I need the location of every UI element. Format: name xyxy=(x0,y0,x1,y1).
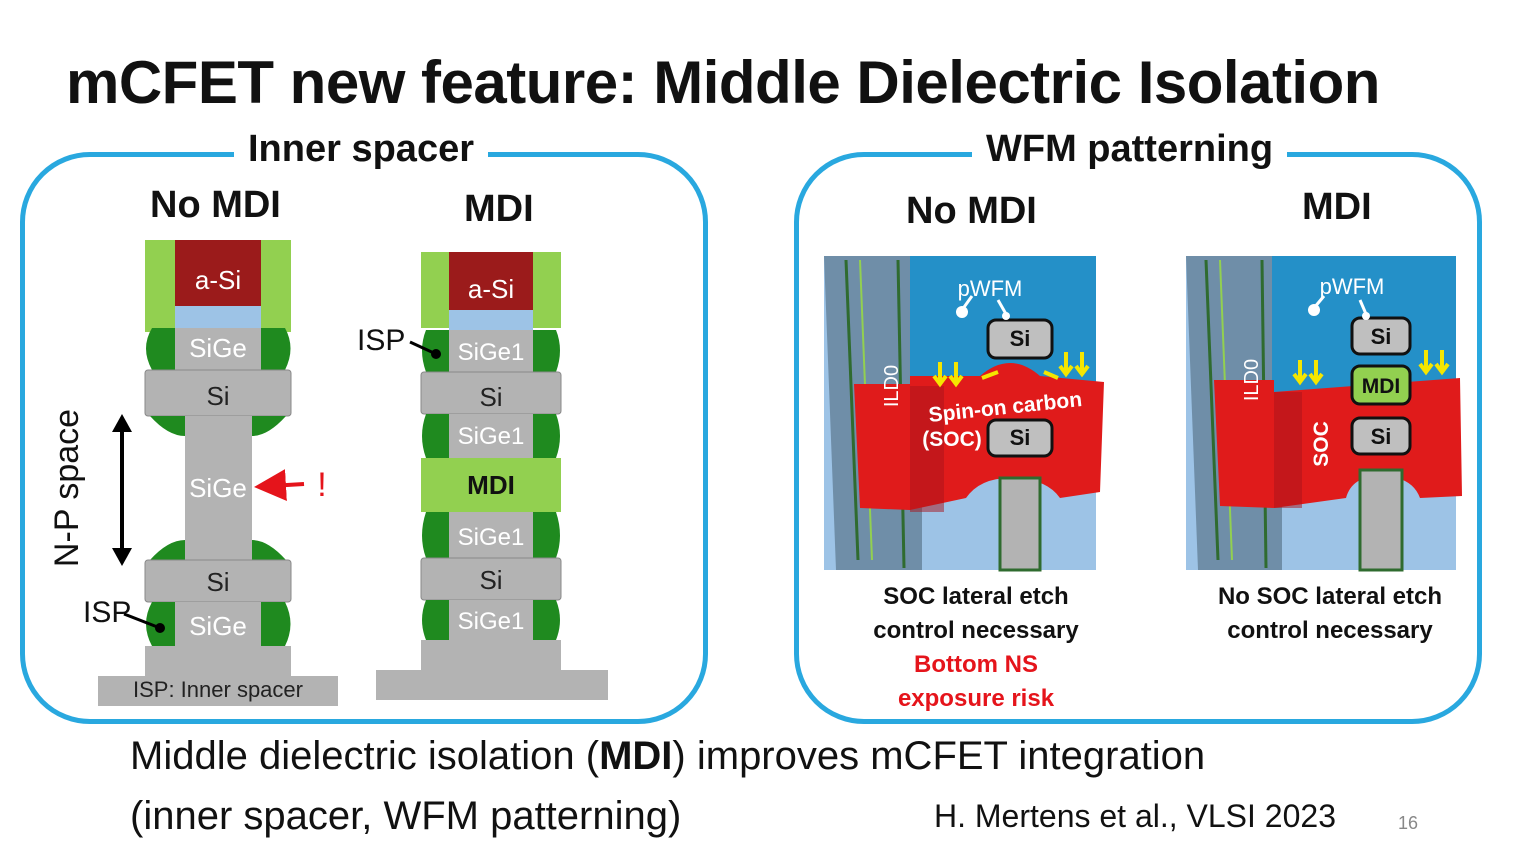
isp-label-right: ISP xyxy=(357,324,405,357)
mdi-sige1-d-label: SiGe1 xyxy=(458,608,525,635)
no-mdi-si-bot-label: Si xyxy=(206,567,229,597)
mdi-caption-line2: control necessary xyxy=(1227,617,1433,644)
isp-pointer-left xyxy=(123,612,161,630)
inner-spacer-panel-title: Inner spacer xyxy=(234,128,488,171)
soc-abbrev-label: (SOC) xyxy=(922,428,982,451)
mdi-si-bot-nanosheet: Si xyxy=(1371,424,1392,449)
no-mdi-sige-mid-label: SiGe xyxy=(189,473,247,503)
mdi-layer-label: MDI xyxy=(467,470,515,500)
mdi-sige1-a-label: SiGe1 xyxy=(458,339,525,366)
mdi-sige1-c-label: SiGe1 xyxy=(458,524,525,551)
no-mdi-risk-line2: exposure risk xyxy=(897,685,1055,712)
page-number: 16 xyxy=(1398,813,1419,833)
no-mdi-si-top-nanosheet: Si xyxy=(1010,326,1031,351)
mdi-ild0-label: ILD0 xyxy=(1241,359,1263,401)
takeaway-line1-pre: Middle dielectric isolation ( xyxy=(130,734,600,778)
mdi-sige1-b-label: SiGe1 xyxy=(458,423,525,450)
np-space-label: N-P space xyxy=(48,409,86,567)
mdi-si-b-label: Si xyxy=(479,565,502,595)
mdi-nanosheet-label: MDI xyxy=(1362,375,1401,398)
mdi-wfm-image xyxy=(1186,256,1462,572)
no-mdi-pwfm-label: pWFM xyxy=(958,276,1023,301)
mdi-si-top-nanosheet: Si xyxy=(1371,324,1392,349)
mdi-column-heading-right: MDI xyxy=(1302,186,1372,228)
no-mdi-ild0-label: ILD0 xyxy=(881,365,903,407)
isp-dot-left xyxy=(155,623,165,633)
exclamation-mark: ! xyxy=(317,466,326,504)
no-mdi-stack xyxy=(98,240,338,706)
mdi-pwfm-label: pWFM xyxy=(1320,274,1385,299)
no-mdi-caption-line1: SOC lateral etch xyxy=(883,583,1069,610)
asi-block xyxy=(175,240,261,308)
no-mdi-column-heading-left: No MDI xyxy=(150,184,281,226)
isp-label-left: ISP xyxy=(83,596,131,629)
mdi-si-a-label: Si xyxy=(479,382,502,412)
takeaway-line2: (inner spacer, WFM patterning) xyxy=(130,794,682,838)
no-mdi-sige-bot-label: SiGe xyxy=(189,611,247,641)
isp-legend: ISP: Inner spacer xyxy=(133,677,303,702)
isp-dot-right xyxy=(431,349,441,359)
no-mdi-asi-label: a-Si xyxy=(195,265,241,295)
mdi-column-heading-left: MDI xyxy=(464,188,534,230)
takeaway-line1-bold: MDI xyxy=(599,734,673,778)
takeaway-line1-post: ) improves mCFET integration xyxy=(672,734,1206,778)
reference-citation: H. Mertens et al., VLSI 2023 xyxy=(934,798,1336,834)
no-mdi-caption: SOC lateral etch control necessary Botto… xyxy=(856,580,1096,716)
np-space-arrow-head-bottom xyxy=(112,548,132,566)
no-mdi-si-bot-nanosheet: Si xyxy=(1010,425,1031,450)
no-mdi-wfm-image xyxy=(824,256,1104,572)
takeaway-line1: Middle dielectric isolation (MDI) improv… xyxy=(130,726,1205,786)
mdi-caption-line1: No SOC lateral etch xyxy=(1217,583,1443,610)
red-pointer-arrow xyxy=(254,469,305,502)
takeaway-text: Middle dielectric isolation (MDI) improv… xyxy=(130,726,1205,846)
mdi-soc-label: SOC xyxy=(1310,421,1333,467)
no-mdi-caption-line2: control necessary xyxy=(873,617,1079,644)
wfm-patterning-panel-title: WFM patterning xyxy=(972,128,1288,171)
mdi-caption: No SOC lateral etch control necessary xyxy=(1200,580,1460,648)
np-space-arrow-head-top xyxy=(112,414,132,432)
mdi-stack xyxy=(376,252,608,700)
no-mdi-si-top-label: Si xyxy=(206,381,229,411)
no-mdi-sige-top-label: SiGe xyxy=(189,333,247,363)
no-mdi-risk-line1: Bottom NS xyxy=(914,651,1038,678)
no-mdi-column-heading-right: No MDI xyxy=(906,190,1037,232)
mdi-asi-label: a-Si xyxy=(468,274,514,304)
slide-title: mCFET new feature: Middle Dielectric Iso… xyxy=(66,49,1380,116)
